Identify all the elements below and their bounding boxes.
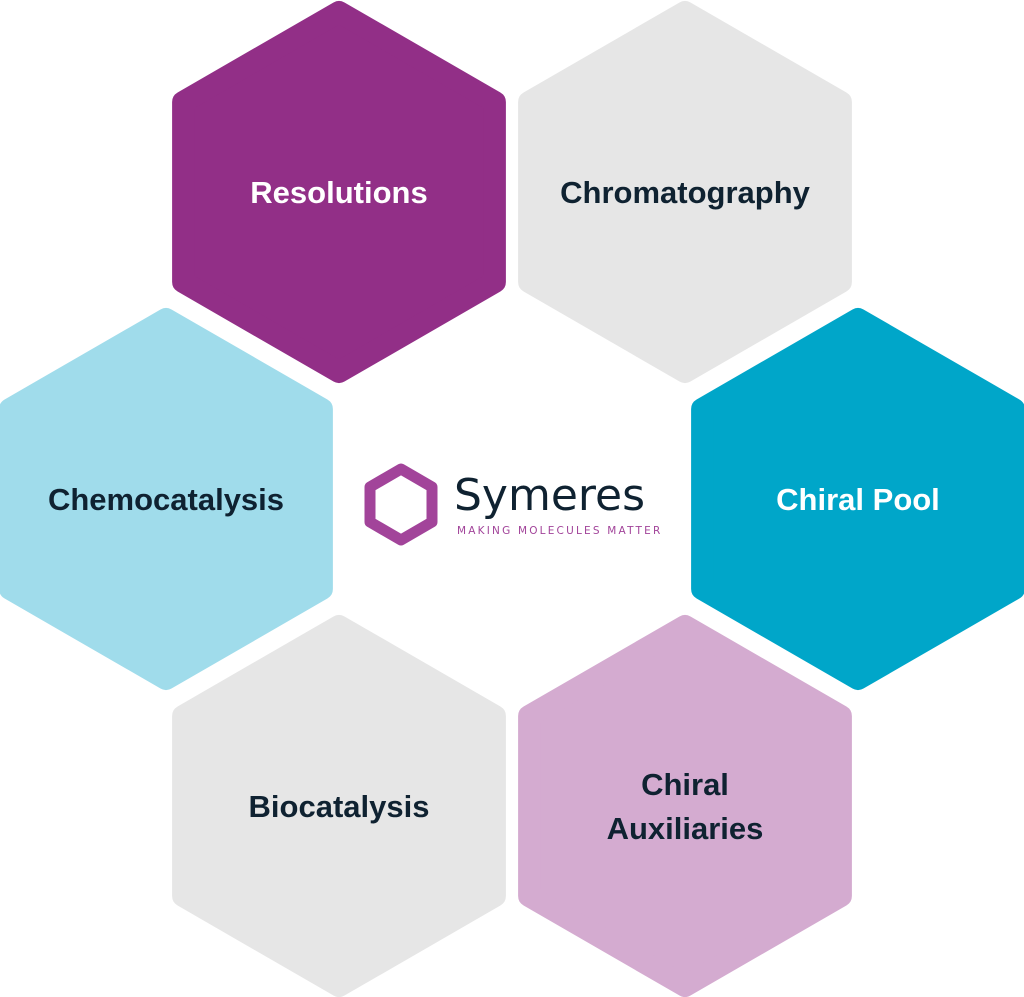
hexagon-shape — [518, 615, 852, 997]
hexagon-label: Chiral — [641, 767, 729, 802]
hexagon-label: Chiral Pool — [776, 482, 940, 517]
hexagon-chemocatalysis: Chemocatalysis — [0, 308, 333, 690]
logo-hexagon-icon — [364, 463, 438, 546]
hexagon-label: Auxiliaries — [607, 811, 764, 846]
hexagon-label: Resolutions — [250, 175, 427, 210]
hexagon-shape — [691, 308, 1024, 690]
hexagon-biocatalysis: Biocatalysis — [172, 615, 506, 997]
logo-name: Symeres — [454, 470, 645, 521]
hexagon-shape — [518, 1, 852, 383]
hexagon-shape — [172, 615, 506, 997]
hexagon-label: Biocatalysis — [249, 789, 430, 824]
symeres-logo: Symeres MAKING MOLECULES MATTER — [364, 463, 662, 546]
hexagon-chiral-pool: Chiral Pool — [691, 308, 1024, 690]
hexagon-label: Chromatography — [560, 175, 811, 210]
hexagon-resolutions: Resolutions — [172, 1, 506, 383]
hexagon-shape — [0, 308, 333, 690]
hexagon-label: Chemocatalysis — [48, 482, 284, 517]
hexagon-shape — [172, 1, 506, 383]
logo-tagline: MAKING MOLECULES MATTER — [457, 525, 662, 537]
hexagon-chromatography: Chromatography — [518, 1, 852, 383]
